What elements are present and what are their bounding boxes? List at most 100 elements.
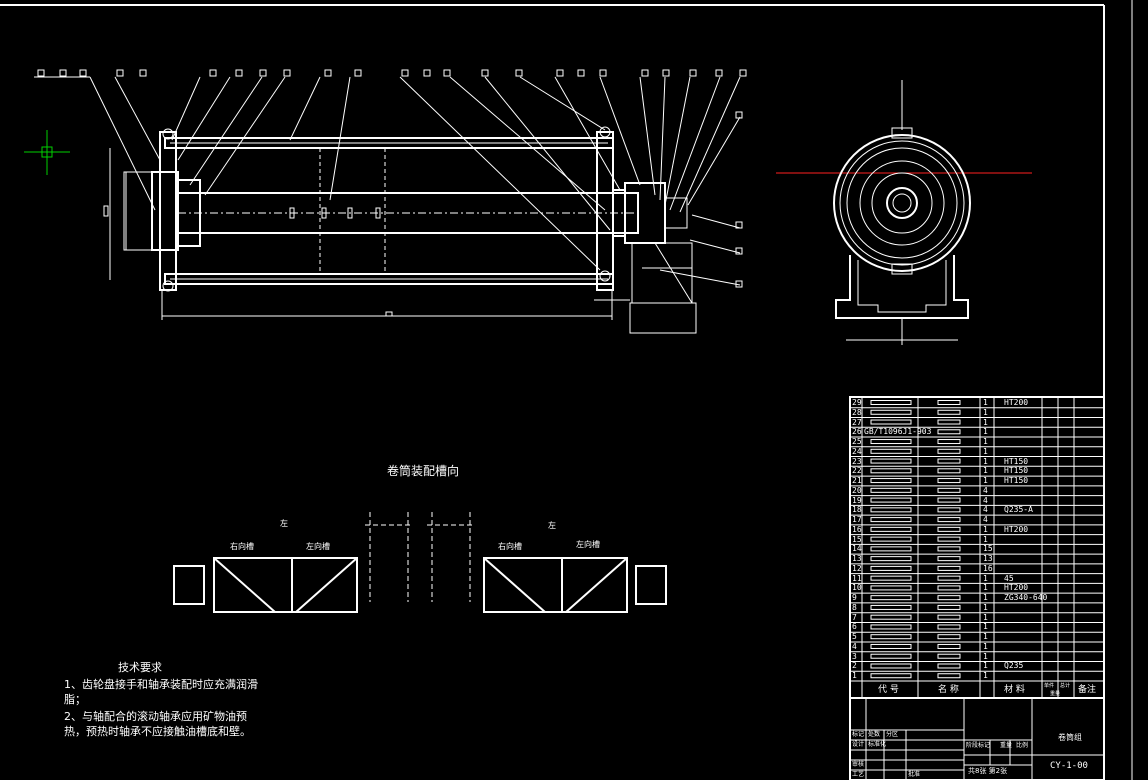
bom-item-no: 20 <box>852 485 862 495</box>
groove-diagram-title: 卷筒装配槽向 <box>387 464 460 478</box>
bom-item-no: 13 <box>852 554 862 564</box>
bom-name-mark <box>937 507 961 513</box>
total-weight-label: 总计 <box>1060 683 1071 689</box>
approve-label: 批准 <box>908 771 921 778</box>
bom-item-no: 7 <box>852 612 857 622</box>
crosshair-cursor <box>24 130 70 175</box>
bom-code-mark <box>870 634 912 640</box>
groove-diagram <box>173 557 667 613</box>
bom-name-mark <box>937 497 961 503</box>
bom-item-no: 6 <box>852 622 857 632</box>
bom-item-qty: 1 <box>983 456 988 466</box>
scale-label: 比例 <box>1016 742 1029 749</box>
bom-item-qty: 4 <box>983 505 988 515</box>
tech-line-4: 热，预热时轴承不应接触油槽底和壁。 <box>64 725 251 738</box>
bom-name-mark <box>937 643 961 649</box>
bom-code-mark <box>870 624 912 630</box>
bom-header-remark: 备注 <box>1078 685 1097 695</box>
bom-item-no: 17 <box>852 515 862 525</box>
bom-item-no: 28 <box>852 407 862 417</box>
bom-code-mark <box>870 439 912 445</box>
bom-item-qty: 4 <box>983 495 988 505</box>
bom-name-mark <box>937 487 961 493</box>
bom-item-no: 5 <box>852 632 857 642</box>
bom-item-material: Q235 <box>1004 661 1024 671</box>
bom-name-mark <box>937 624 961 630</box>
bom-name-mark <box>937 458 961 464</box>
bom-name-mark <box>937 604 961 610</box>
bom-item-no: 21 <box>852 476 862 486</box>
groove-right-word: 左 <box>548 521 556 530</box>
bom-item-qty: 1 <box>983 593 988 603</box>
bom-item-no: 29 <box>852 398 862 407</box>
groove-label-left-1: 左向槽 <box>306 542 330 551</box>
bom-name-mark <box>937 429 961 435</box>
bom-item-qty: 1 <box>983 632 988 642</box>
weight-header-label: 重量 <box>1050 691 1061 697</box>
bom-item-qty: 1 <box>983 661 988 671</box>
bom-item-material: HT150 <box>1004 466 1029 476</box>
bom-header-name: 名 称 <box>938 685 959 695</box>
bom-item-qty: 1 <box>983 417 988 427</box>
bom-name-mark <box>937 556 961 562</box>
tech-line-2: 脂； <box>64 693 86 706</box>
bom-code-mark <box>870 663 912 669</box>
bom-item-material: HT200 <box>1004 524 1029 534</box>
bom-name-mark <box>937 663 961 669</box>
bom-item-qty: 1 <box>983 446 988 456</box>
bom-code-mark <box>870 517 912 523</box>
sheet-count: 共8张 第2张 <box>968 767 1008 775</box>
bom-code-mark <box>870 653 912 659</box>
bom-name-mark <box>937 546 961 552</box>
bom-item-qty: 15 <box>983 544 993 554</box>
bom-name-mark <box>937 536 961 542</box>
bom-item-no: 11 <box>852 573 862 583</box>
bom-item-material: ZG340-640 <box>1004 593 1048 603</box>
bom-item-material: HT150 <box>1004 456 1029 466</box>
bom-code-mark <box>870 673 912 679</box>
bom-item-qty: 16 <box>983 563 993 573</box>
bom-item-qty: 4 <box>983 515 988 525</box>
bom-name-mark <box>937 439 961 445</box>
groove-label-right-1: 右向槽 <box>230 542 254 551</box>
bom-code-mark <box>870 448 912 454</box>
bom-item-qty: 1 <box>983 612 988 622</box>
bom-name-mark <box>937 673 961 679</box>
bom-item-no: 4 <box>852 641 857 651</box>
bom-item-no: 24 <box>852 446 862 456</box>
bom-item-qty: 1 <box>983 671 988 681</box>
bom-item-material: Q235-A <box>1004 505 1033 515</box>
bom-code-mark <box>870 614 912 620</box>
bom-name-mark <box>937 575 961 581</box>
bom-table-grid <box>849 396 1105 699</box>
drum-side-view <box>776 80 1032 345</box>
bom-code-mark <box>870 595 912 601</box>
drawing-number: CY-1-00 <box>1050 761 1088 771</box>
bom-code-mark <box>870 526 912 532</box>
bom-item-qty: 1 <box>983 641 988 651</box>
bom-item-no: 10 <box>852 583 862 593</box>
bom-name-mark <box>937 634 961 640</box>
bom-code-mark <box>870 478 912 484</box>
bom-code-mark <box>870 556 912 562</box>
bom-item-qty: 1 <box>983 651 988 661</box>
tech-line-1: 1、齿轮盘接手和轴承装配时应充满润滑 <box>64 678 258 691</box>
bom-name-mark <box>937 614 961 620</box>
bom-name-mark <box>937 478 961 484</box>
bom-item-no: 19 <box>852 495 862 505</box>
bom-item-no: 22 <box>852 466 862 476</box>
marks-label: 标记 <box>852 731 865 738</box>
stage-mark-label: 阶段标记 <box>966 742 991 749</box>
bom-code-mark <box>870 400 912 405</box>
bom-item-qty: 1 <box>983 476 988 486</box>
bom-item-qty: 1 <box>983 407 988 417</box>
bom-name-mark <box>937 517 961 523</box>
groove-dashed-profiles <box>365 512 475 602</box>
bom-item-qty: 1 <box>983 583 988 593</box>
bom-name-mark <box>937 526 961 532</box>
bom-code-mark <box>870 585 912 591</box>
groove-label-right-2: 右向槽 <box>498 542 522 551</box>
bom-row-lines <box>850 400 1104 679</box>
bom-code-mark <box>870 643 912 649</box>
